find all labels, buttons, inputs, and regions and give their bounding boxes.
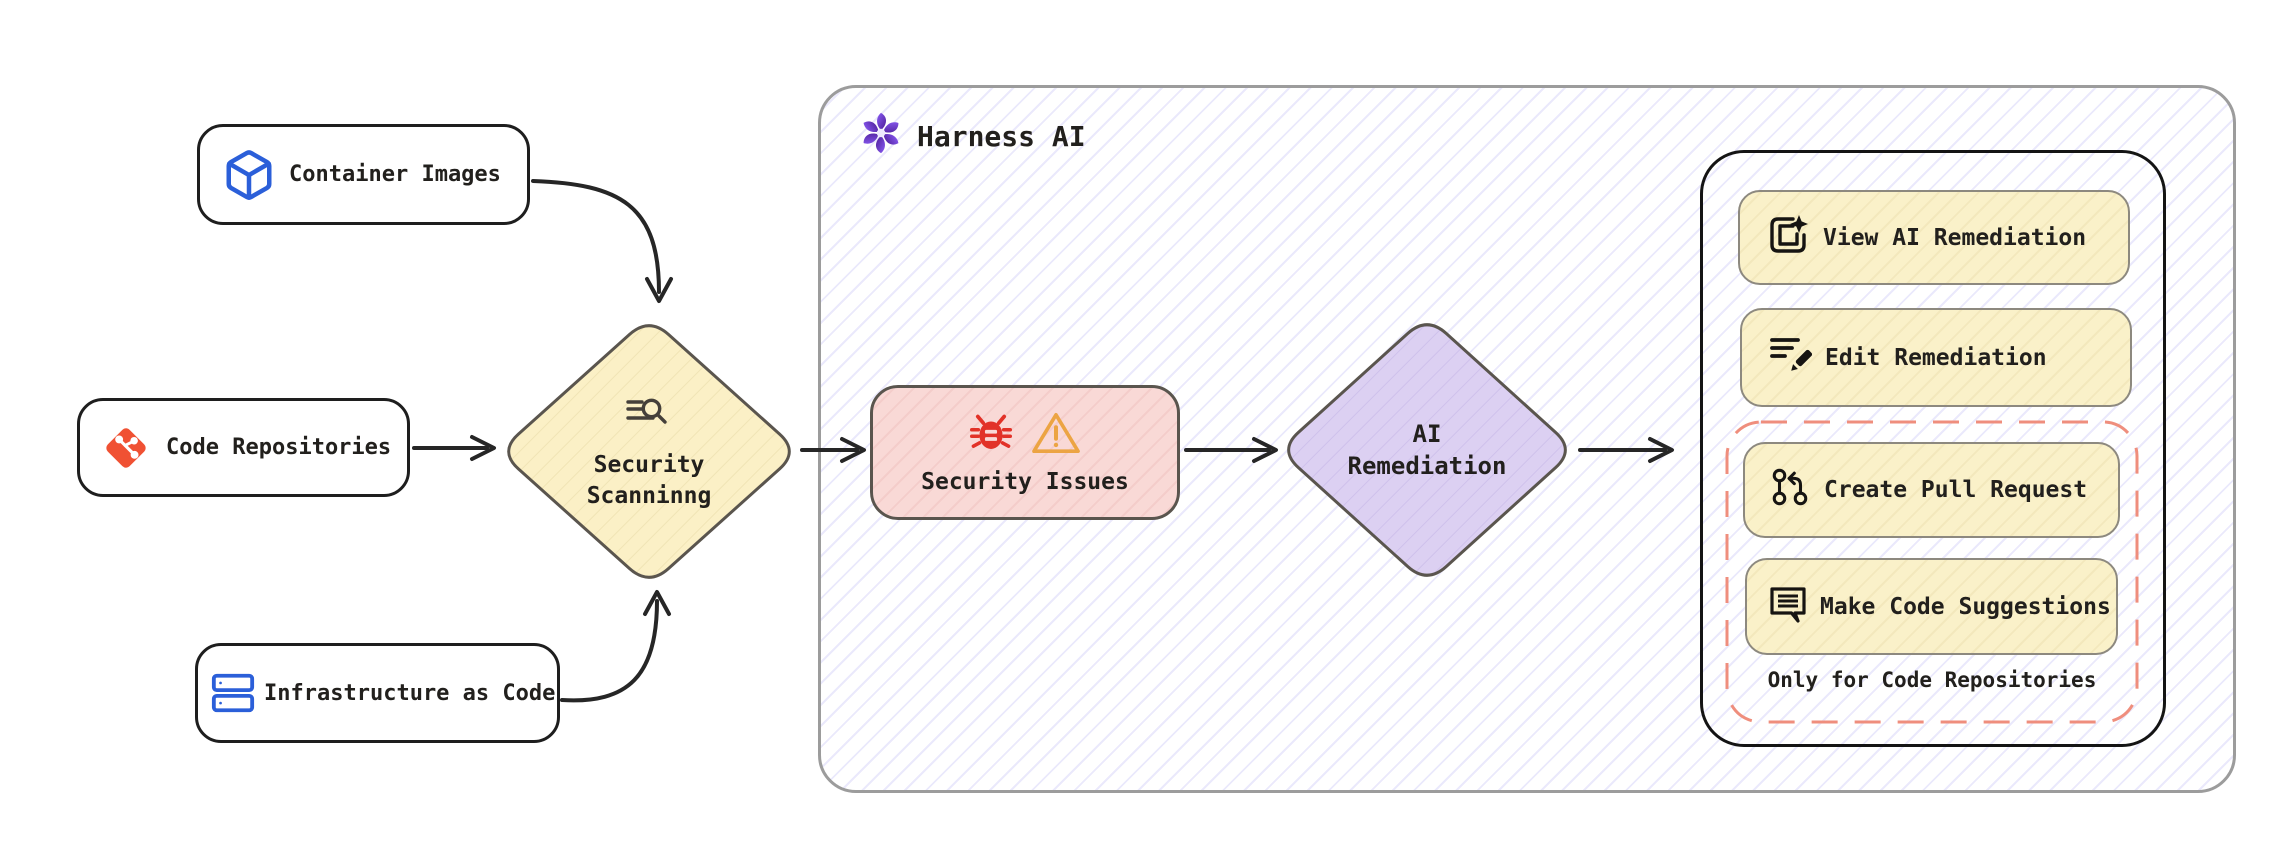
git-icon — [96, 418, 156, 478]
node-label: Edit Remediation — [1825, 344, 2047, 371]
security-issues-icons — [969, 410, 1082, 462]
cube-icon — [222, 148, 276, 202]
arrow-infra-to-scanning — [560, 599, 659, 703]
node-label-line: Scanninng — [586, 483, 712, 510]
node-security-issues: Security Issues — [870, 385, 1180, 520]
node-label: Infrastructure as Code — [264, 680, 556, 706]
pull-request-icon — [1769, 466, 1811, 514]
node-label: Code Repositories — [166, 435, 392, 460]
view-ai-remediation-node: View AI Remediation — [1738, 190, 2130, 285]
document-sparkle-icon — [1766, 214, 1810, 262]
remediation-actions-container — [1700, 150, 2166, 747]
harness-ai-title: Harness AI — [917, 120, 1086, 153]
harness-logo-icon — [858, 110, 904, 163]
node-code-repositories: Code Repositories — [77, 398, 410, 497]
server-stack-icon — [210, 671, 256, 715]
node-label: Security Issues — [921, 469, 1129, 495]
create-pull-request-node: Create Pull Request — [1743, 442, 2120, 538]
node-infrastructure-as-code: Infrastructure as Code — [195, 643, 560, 743]
node-label: Create Pull Request — [1824, 477, 2088, 503]
list-pencil-icon — [1768, 333, 1813, 383]
arrow-container-images-to-scanning — [531, 179, 661, 294]
security-scanning-content: Security Scanninng — [497, 315, 801, 588]
ai-remediation-content: AI Remediation — [1277, 314, 1577, 586]
comment-lines-icon — [1767, 584, 1809, 630]
harness-ai-header: Harness AI — [858, 110, 1086, 163]
node-label: Container Images — [289, 162, 501, 187]
security-scanning-diamond — [507, 324, 791, 579]
node-label-line: Remediation — [1347, 452, 1507, 480]
ai-remediation-diamond — [1287, 323, 1567, 577]
code-repositories-note: Only for Code Repositories — [1767, 668, 2097, 692]
node-label: Make Code Suggestions — [1820, 593, 2111, 620]
edit-remediation-node: Edit Remediation — [1740, 308, 2132, 407]
make-code-suggestions-node: Make Code Suggestions — [1745, 558, 2118, 655]
node-label: View AI Remediation — [1823, 224, 2087, 251]
node-label-line: AI — [1412, 419, 1442, 448]
warning-icon — [1030, 410, 1082, 462]
scan-search-icon — [626, 397, 672, 440]
bug-icon — [969, 412, 1013, 460]
node-container-images: Container Images — [197, 124, 530, 225]
node-label-line: Security — [593, 451, 705, 478]
